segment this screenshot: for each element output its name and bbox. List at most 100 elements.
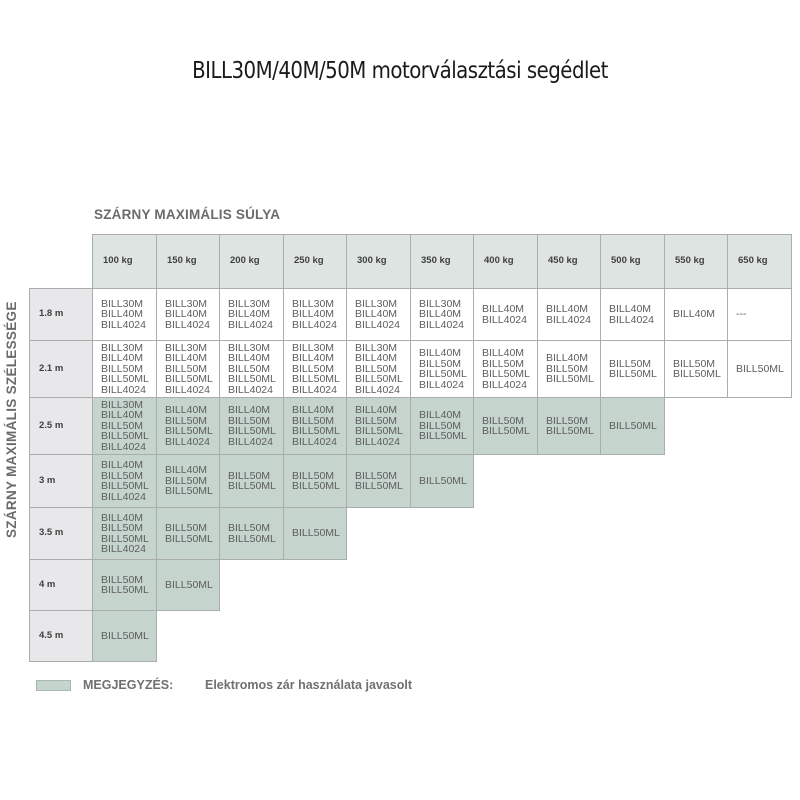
motor-model: BILL50M xyxy=(101,419,144,432)
table-cell: --- xyxy=(727,288,792,341)
column-header: 500 kg xyxy=(600,234,665,289)
row-header-label: 2.1 m xyxy=(39,362,64,374)
motor-model: BILL30M xyxy=(228,341,271,354)
motor-model: BILL4024 xyxy=(165,435,210,448)
motor-model: BILL4024 xyxy=(609,313,654,326)
motor-model: BILL50ML xyxy=(101,532,149,545)
motor-model: BILL4024 xyxy=(101,383,146,396)
motor-model: BILL50ML xyxy=(673,368,721,380)
motor-list: BILL50ML xyxy=(609,421,657,432)
motor-model: BILL50M xyxy=(101,522,144,534)
motor-model: BILL30M xyxy=(292,297,335,310)
motor-model: BILL40M xyxy=(165,352,208,365)
row-header: 4.5 m xyxy=(29,610,93,662)
motor-model: BILL50M xyxy=(292,414,335,427)
legend-swatch xyxy=(36,680,71,691)
motor-model: BILL50ML xyxy=(419,430,467,443)
motor-model: BILL50M xyxy=(165,362,208,375)
legend-text: Elektromos zár használata javasolt xyxy=(205,678,413,692)
column-header-label: 150 kg xyxy=(167,255,197,267)
motor-model: BILL40M xyxy=(355,308,398,321)
motor-model: BILL50ML xyxy=(228,532,276,545)
column-header-label: 250 kg xyxy=(294,255,324,267)
column-header: 250 kg xyxy=(283,234,347,289)
motor-model: BILL50ML xyxy=(736,362,784,375)
motor-model: BILL4024 xyxy=(292,435,337,448)
motor-model: BILL4024 xyxy=(228,383,273,396)
motor-model: BILL50ML xyxy=(165,373,213,386)
motor-model: BILL50ML xyxy=(546,425,594,437)
motor-model: BILL30M xyxy=(101,341,144,354)
motor-model: BILL50M xyxy=(228,522,271,534)
motor-model: BILL50M xyxy=(419,419,462,432)
motor-list: BILL50ML xyxy=(736,364,784,375)
motor-model: BILL50ML xyxy=(292,373,340,386)
motor-model: BILL50M xyxy=(355,362,398,375)
motor-model: BILL40M xyxy=(101,308,144,321)
motor-model: BILL40M xyxy=(355,352,398,365)
motor-model: BILL40M xyxy=(165,404,208,416)
column-header-label: 350 kg xyxy=(421,255,451,267)
motor-model: BILL30M xyxy=(355,297,398,310)
motor-model: BILL4024 xyxy=(355,383,400,396)
motor-model: BILL30M xyxy=(165,297,208,310)
column-header-label: 300 kg xyxy=(357,255,387,267)
motor-model: BILL4024 xyxy=(419,318,464,331)
motor-model: BILL50M xyxy=(355,469,398,482)
motor-model: BILL30M xyxy=(228,297,271,310)
motor-model: BILL50M xyxy=(165,414,208,427)
motor-model: BILL4024 xyxy=(292,318,337,331)
motor-model: BILL50ML xyxy=(482,425,530,437)
motor-model: BILL40M xyxy=(419,347,462,359)
motor-model: BILL50M xyxy=(228,414,271,427)
motor-model: BILL4024 xyxy=(101,490,146,503)
page-title: BILL30M/40M/50M motorválasztási segédlet xyxy=(192,58,608,84)
motor-model: BILL4024 xyxy=(355,435,400,448)
motor-model: BILL4024 xyxy=(482,378,527,391)
column-header-label: 200 kg xyxy=(230,255,260,267)
motor-model: BILL50M xyxy=(165,522,208,534)
motor-model: BILL50ML xyxy=(228,480,276,492)
motor-model: BILL40M xyxy=(101,409,144,422)
motor-model: BILL50ML xyxy=(165,532,213,545)
motor-model: BILL50ML xyxy=(165,425,213,437)
motor-model: BILL50ML xyxy=(355,425,403,437)
motor-model: BILL50M xyxy=(546,414,589,427)
motor-model: BILL40M xyxy=(609,303,652,315)
column-header: 200 kg xyxy=(219,234,284,289)
column-header-label: 500 kg xyxy=(611,255,641,267)
motor-model: BILL50ML xyxy=(355,480,403,492)
motor-model: BILL4024 xyxy=(165,318,210,331)
motor-model: BILL50M xyxy=(292,469,335,482)
motor-model: BILL50ML xyxy=(101,430,149,443)
motor-model: BILL4024 xyxy=(482,313,527,326)
row-header: 3 m xyxy=(29,454,93,508)
